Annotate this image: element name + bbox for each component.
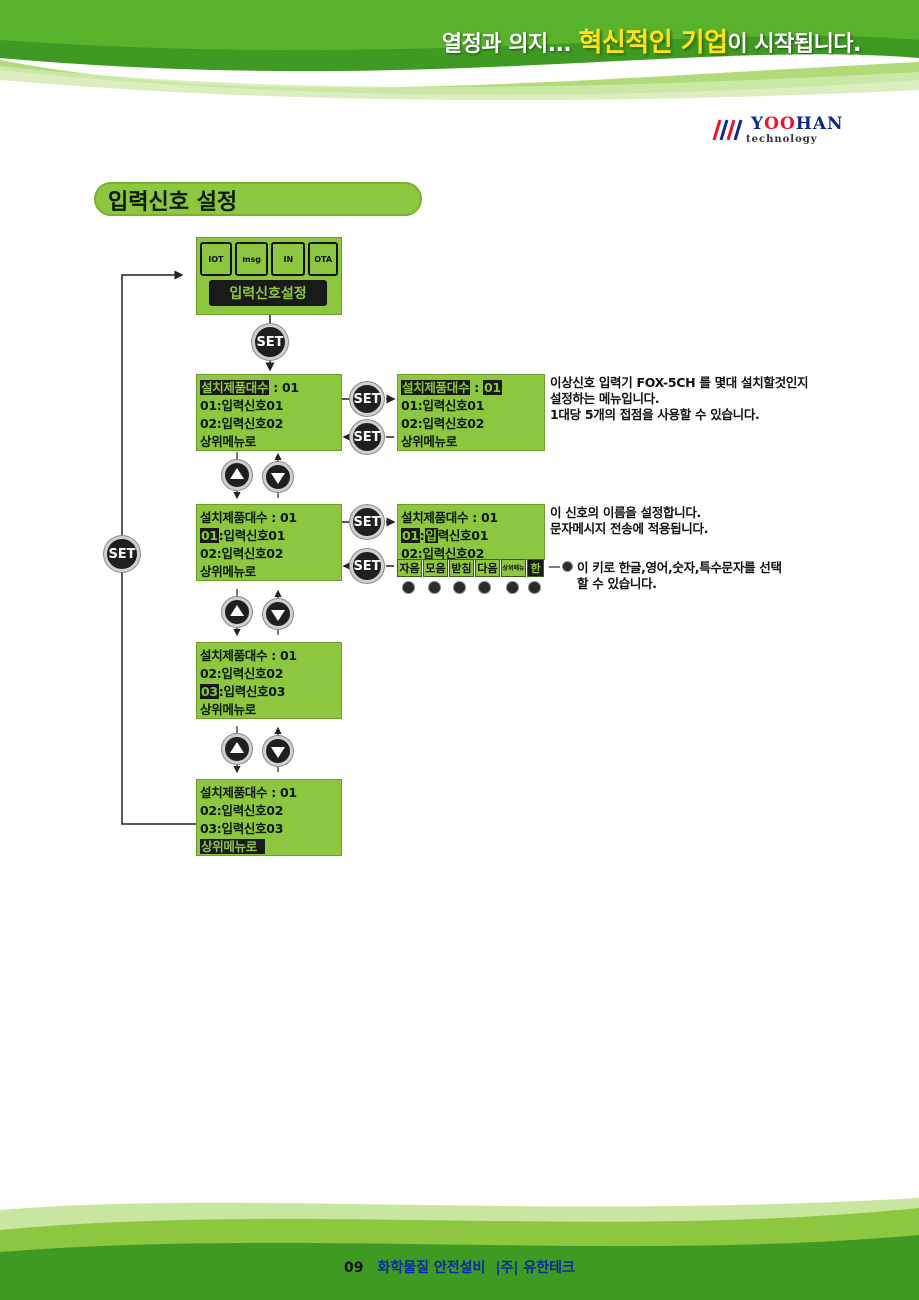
key-vowel[interactable]: 모음 xyxy=(423,559,448,577)
logo-word: YOOHAN xyxy=(751,114,844,134)
up-arrow-icon xyxy=(230,605,244,616)
panel-input-signal-edit: 설치제품대수 : 01 01:입력신호01 02:입력신호02 xyxy=(397,504,545,561)
header-slogan: 열정과 의지... 혁신적인 기업이 시작됩니다. xyxy=(441,28,862,58)
set-button-return-name[interactable]: SET xyxy=(350,549,384,583)
ota-phone-icon: OTA xyxy=(308,242,338,276)
key-menu-up[interactable]: 상위메뉴 xyxy=(501,559,526,577)
down-arrow-icon xyxy=(271,747,285,758)
message-icon: msg xyxy=(234,242,269,276)
company-logo: YOOHAN technology xyxy=(706,112,856,148)
logo-sub: technology xyxy=(746,134,818,145)
up-arrow-button-2[interactable] xyxy=(222,597,252,627)
panel-menu-up: 설치제품대수 : 01 02:입력신호02 03:입력신호03 상위메뉴로 xyxy=(196,779,342,856)
up-arrow-icon xyxy=(230,468,244,479)
down-mini-icon xyxy=(453,581,466,594)
key-consonant[interactable]: 자음 xyxy=(397,559,422,577)
mode-key-icon xyxy=(562,561,573,572)
set-button-enter-name[interactable]: SET xyxy=(350,505,384,539)
left-mini-icon xyxy=(402,581,415,594)
key-next[interactable]: 다음 xyxy=(475,559,500,577)
set-button-enter-count[interactable]: SET xyxy=(350,382,384,416)
down-arrow-button-1[interactable] xyxy=(263,462,293,492)
set-mini-icon xyxy=(506,581,519,594)
down-arrow-icon xyxy=(271,610,285,621)
iot-phone-icon: IOT xyxy=(200,242,232,276)
char-keyboard-row: 자음 모음 받침 다음 상위메뉴 한 xyxy=(397,559,544,577)
panel-product-count: 설치제품대수 : 01 01:입력신호01 02:입력신호02 상위메뉴로 xyxy=(196,374,342,451)
header-wave xyxy=(0,0,919,101)
desc-mode-key: 이 키로 한글,영어,숫자,특수문자를 선택 할 수 있습니다. xyxy=(577,560,782,591)
panel-input-signal-01: 설치제품대수 : 01 01:입력신호01 02:입력신호02 상위메뉴로 xyxy=(196,504,342,581)
panel-product-count-edit: 설치제품대수 : 01 01:입력신호01 02:입력신호02 상위메뉴로 xyxy=(397,374,545,451)
up-arrow-icon xyxy=(230,742,244,753)
panel-input-signal-03: 설치제품대수 : 01 02:입력신호02 03:입력신호03 상위메뉴로 xyxy=(196,642,342,719)
up-mini-icon xyxy=(428,581,441,594)
footer-wave xyxy=(0,1198,919,1300)
input-signal-setting-label: 입력신호설정 xyxy=(209,280,327,306)
up-arrow-button-1[interactable] xyxy=(222,460,252,490)
up-arrow-button-3[interactable] xyxy=(222,734,252,764)
right-mini-icon xyxy=(478,581,491,594)
slogan-highlight: 혁신적인 기업 xyxy=(578,28,728,58)
set-button-loop[interactable]: SET xyxy=(104,536,140,572)
footer-brand: |주| 유한테크 xyxy=(495,1260,575,1276)
mode-mini-icon xyxy=(528,581,541,594)
section-title: 입력신호 설정 xyxy=(94,182,422,216)
down-arrow-button-3[interactable] xyxy=(263,736,293,766)
top-menu-panel: IOT msg IN OTA 입력신호설정 xyxy=(196,237,342,315)
key-hangul[interactable]: 한 xyxy=(527,559,544,577)
set-button-top[interactable]: SET xyxy=(252,324,288,360)
set-button-return-count[interactable]: SET xyxy=(350,420,384,454)
down-arrow-icon xyxy=(271,473,285,484)
down-arrow-button-2[interactable] xyxy=(263,599,293,629)
page-number: 09 xyxy=(344,1260,364,1276)
key-final[interactable]: 받침 xyxy=(449,559,474,577)
desc-product-count: 이상신호 입력기 FOX-5CH 를 몇대 설치할것인지 설정하는 메뉴입니다.… xyxy=(550,375,809,422)
input-icon: IN xyxy=(271,242,306,276)
stripes-logo-icon xyxy=(712,119,743,141)
footer-company: 화학물질 안전설비 xyxy=(377,1260,486,1276)
desc-signal-name: 이 신호의 이름을 설정합니다. 문자메시지 전송에 적용됩니다. xyxy=(550,505,709,536)
footer: 09 화학물질 안전설비 |주| 유한테크 xyxy=(0,1257,919,1277)
